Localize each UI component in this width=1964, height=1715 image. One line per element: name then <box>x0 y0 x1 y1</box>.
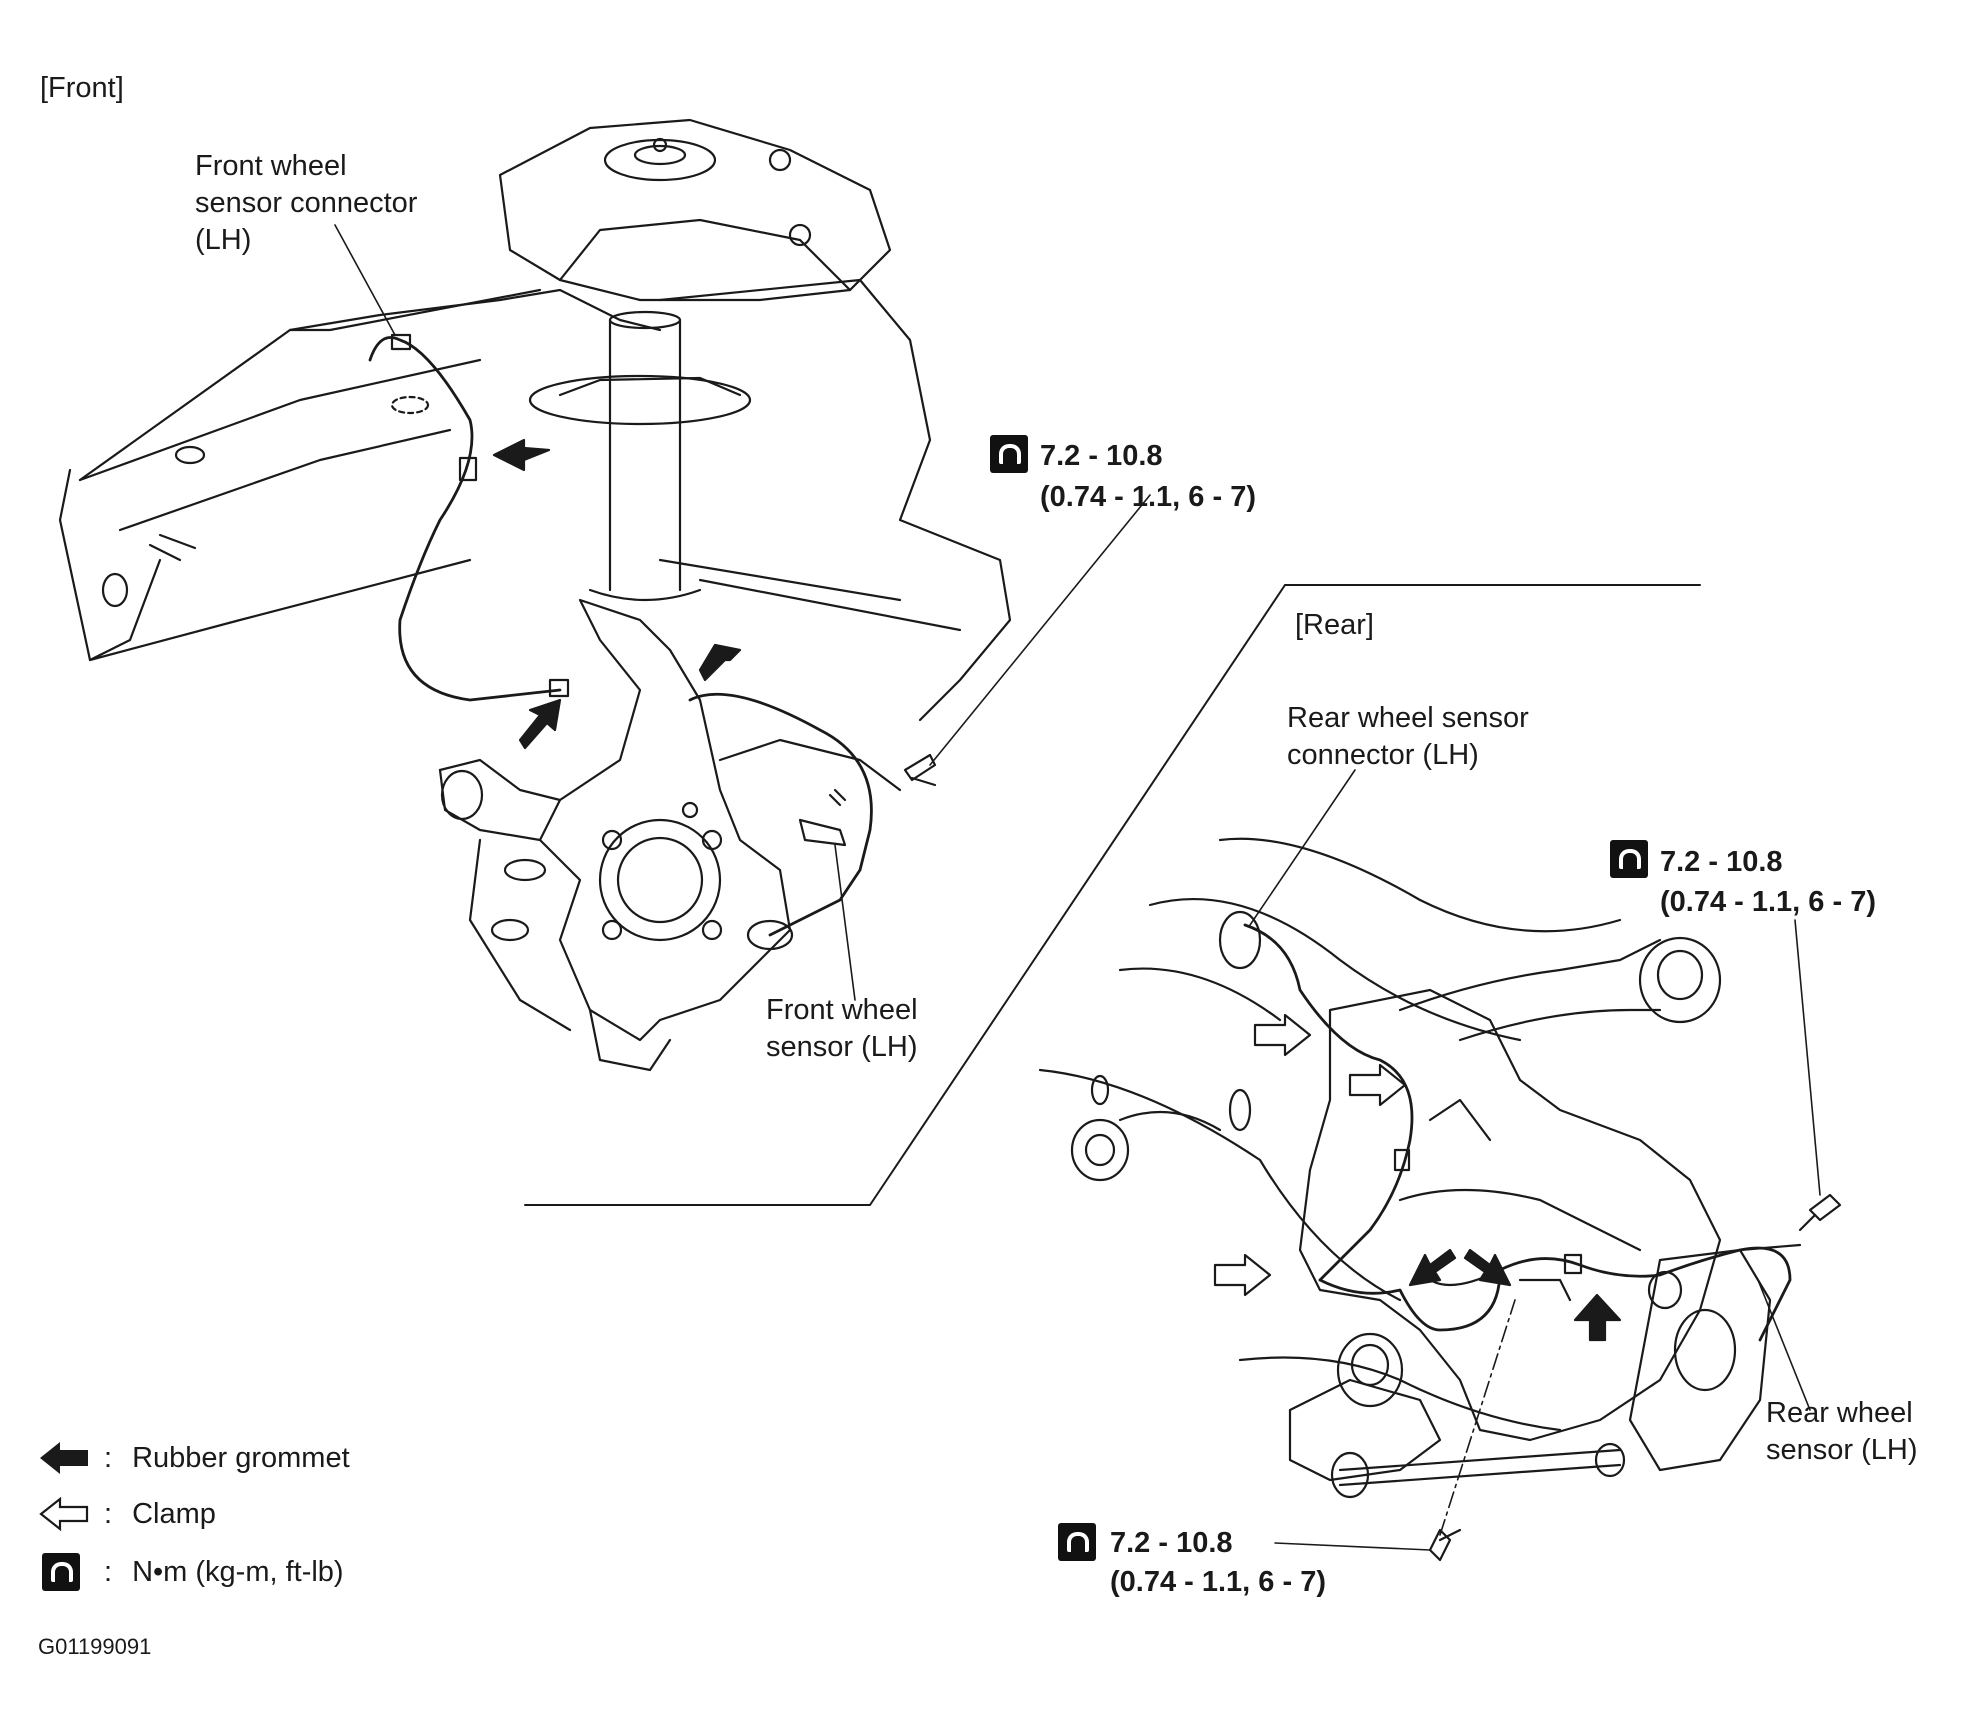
front-connector-label-line-2: sensor connector <box>195 187 418 219</box>
rear-torque-bottom-value: 7.2 - 10.8 <box>1110 1527 1233 1559</box>
rear-assembly <box>1038 769 1842 1562</box>
front-connector-label: Front wheel sensor connector (LH) <box>195 148 417 259</box>
legend-colon: : <box>104 1555 113 1588</box>
legend-colon: : <box>104 1441 113 1474</box>
solid-arrow-icon <box>38 1438 96 1478</box>
legend-text-torque-units: N•m (kg-m, ft-lb) <box>132 1555 344 1588</box>
rear-connector-label-line-1: Rear wheel sensor <box>1287 702 1529 734</box>
legend-row-clamp: : Clamp <box>38 1492 216 1536</box>
front-assembly <box>58 118 1151 1072</box>
front-torque-alt: (0.74 - 1.1, 6 - 7) <box>1040 481 1256 513</box>
front-sensor-label: Front wheel sensor (LH) <box>766 992 918 1066</box>
torque-wrench-icon <box>38 1552 96 1592</box>
rear-torque-top-value: 7.2 - 10.8 <box>1660 846 1783 878</box>
rear-torque-top-alt: (0.74 - 1.1, 6 - 7) <box>1660 886 1876 918</box>
front-section-title: [Front] <box>40 72 124 104</box>
rear-sensor-label-line-2: sensor (LH) <box>1766 1434 1918 1466</box>
front-connector-label-line-1: Front wheel <box>195 150 347 182</box>
front-torque-value: 7.2 - 10.8 <box>1040 440 1163 472</box>
legend-text-rubber-grommet: Rubber grommet <box>132 1441 350 1474</box>
rear-torque-bottom-alt: (0.74 - 1.1, 6 - 7) <box>1110 1566 1326 1598</box>
torque-wrench-icon <box>1058 1523 1096 1561</box>
rear-connector-label-line-2: connector (LH) <box>1287 739 1479 771</box>
torque-wrench-icon <box>1610 840 1648 878</box>
hollow-arrow-icon <box>38 1494 96 1534</box>
rear-sensor-label: Rear wheel sensor (LH) <box>1766 1395 1918 1469</box>
figure-code: G01199091 <box>38 1634 152 1659</box>
legend-text-clamp: Clamp <box>132 1497 216 1530</box>
legend-row-rubber-grommet: : Rubber grommet <box>38 1436 350 1480</box>
front-sensor-label-line-2: sensor (LH) <box>766 1031 918 1063</box>
rear-section-title: [Rear] <box>1295 609 1374 641</box>
rear-sensor-label-line-1: Rear wheel <box>1766 1397 1913 1429</box>
rear-connector-label: Rear wheel sensor connector (LH) <box>1287 700 1529 774</box>
front-sensor-label-line-1: Front wheel <box>766 994 918 1026</box>
legend-colon: : <box>104 1497 113 1530</box>
legend-row-torque: : N•m (kg-m, ft-lb) <box>38 1550 344 1594</box>
torque-wrench-icon <box>990 435 1028 473</box>
front-connector-label-line-3: (LH) <box>195 224 252 256</box>
